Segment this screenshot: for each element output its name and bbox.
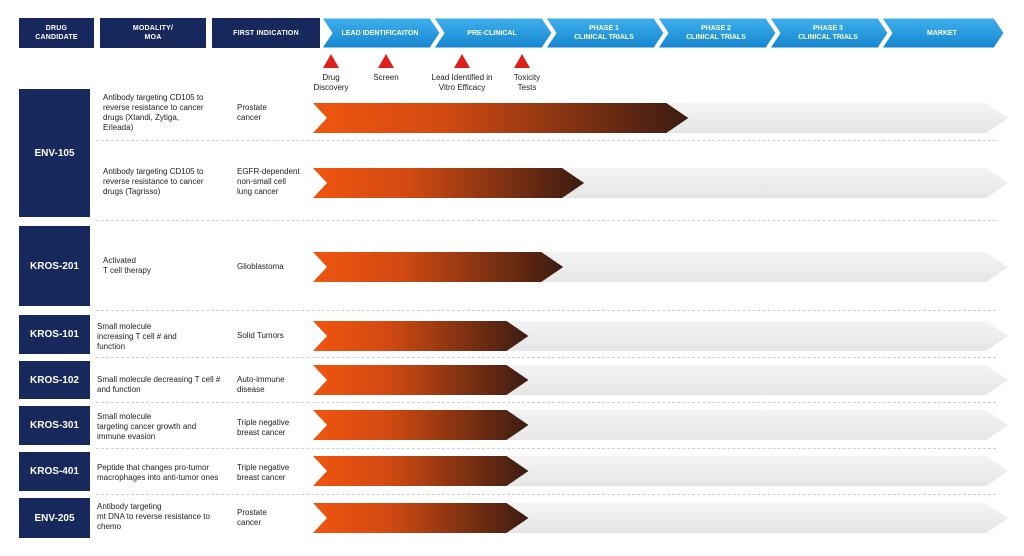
drug-box-kros-401: KROS-401 bbox=[19, 452, 90, 491]
row-separator bbox=[96, 140, 996, 141]
phase-label-phase-1: PHASE 1 CLINICAL TRIALS bbox=[574, 25, 634, 41]
indication-cell: Triple negative breast cancer bbox=[237, 463, 290, 482]
drug-box-kros-102: KROS-102 bbox=[19, 361, 90, 399]
indication-cell: Prostate cancer bbox=[237, 103, 267, 122]
phase-label-pre-clinical: PRE-CLINICAL bbox=[467, 29, 517, 37]
phase-chevron-1 bbox=[433, 17, 553, 49]
phase-label-lead-identification: LEAD IDENTIFICAITON bbox=[341, 29, 419, 37]
row-separator bbox=[96, 402, 996, 403]
header-modality-text: MODALITY/ MOA bbox=[132, 25, 174, 41]
header-first-indication-text: FIRST INDICATION bbox=[233, 29, 299, 37]
phase-chevron-2 bbox=[545, 17, 665, 49]
milestone-label-drug-discovery: Drug Discovery bbox=[313, 73, 349, 92]
header-first-indication: FIRST INDICATION bbox=[212, 18, 320, 48]
progress-arrow bbox=[313, 365, 529, 395]
row-separator bbox=[96, 310, 996, 311]
indication-cell: Glioblastoma bbox=[237, 262, 284, 271]
progress-arrow bbox=[313, 252, 564, 282]
milestone-marker-icon bbox=[454, 54, 470, 68]
phase-chevron-5 bbox=[881, 17, 1005, 49]
modality-cell: Small molecule targeting cancer growth a… bbox=[97, 412, 197, 441]
milestone-marker-icon bbox=[323, 54, 339, 68]
row-separator bbox=[96, 448, 996, 449]
progress-arrow bbox=[313, 103, 689, 133]
modality-cell: Small molecule increasing T cell # and f… bbox=[97, 322, 177, 351]
drug-box-env-105: ENV-105 bbox=[19, 89, 90, 217]
phase-chevron-4 bbox=[769, 17, 889, 49]
indication-cell: EGFR-dependent non-small cell lung cance… bbox=[237, 167, 300, 196]
indication-cell: Solid Tumors bbox=[237, 331, 284, 340]
phase-label-phase-3: PHASE 3 CLINICAL TRIALS bbox=[798, 25, 858, 41]
milestone-marker-icon bbox=[514, 54, 530, 68]
milestone-marker-icon bbox=[378, 54, 394, 68]
progress-tracks bbox=[313, 103, 1008, 533]
milestone-label-lead-identified: Lead Identified in Vitro Efficacy bbox=[431, 73, 493, 92]
milestone-label-screen: Screen bbox=[373, 73, 399, 82]
phase-chevrons bbox=[321, 17, 1005, 49]
header-modality: MODALITY/ MOA bbox=[100, 18, 206, 48]
milestone-markers bbox=[323, 54, 530, 68]
modality-cell: Small molecule decreasing T cell # and f… bbox=[97, 375, 221, 394]
drug-box-kros-301: KROS-301 bbox=[19, 406, 90, 445]
indication-cell: Auto-immune disease bbox=[237, 375, 285, 394]
header-drug-candidate: DRUG CANDIDATE bbox=[19, 18, 94, 48]
phase-label-market: MARKET bbox=[927, 29, 957, 37]
modality-cell: Activated T cell therapy bbox=[103, 256, 151, 275]
modality-cell: Peptide that changes pro-tumor macrophag… bbox=[97, 463, 219, 482]
progress-arrow bbox=[313, 410, 529, 440]
row-separator bbox=[96, 220, 996, 221]
header-drug-candidate-text: DRUG CANDIDATE bbox=[35, 25, 78, 41]
phase-chevron-3 bbox=[657, 17, 777, 49]
indication-cell: Triple negative breast cancer bbox=[237, 418, 290, 437]
progress-arrow bbox=[313, 168, 585, 198]
drug-box-env-205: ENV-205 bbox=[19, 498, 90, 538]
drug-box-kros-101: KROS-101 bbox=[19, 315, 90, 354]
row-separator bbox=[96, 357, 996, 358]
modality-cell: Antibody targeting mt DNA to reverse res… bbox=[97, 502, 210, 531]
phase-label-phase-2: PHASE 2 CLINICAL TRIALS bbox=[686, 25, 746, 41]
progress-arrow bbox=[313, 321, 529, 351]
row-separator bbox=[96, 494, 996, 495]
indication-cell: Prostate cancer bbox=[237, 508, 267, 527]
phase-chevron-0 bbox=[321, 17, 441, 49]
modality-cell: Antibody targeting CD105 to reverse resi… bbox=[103, 93, 204, 132]
modality-cell: Antibody targeting CD105 to reverse resi… bbox=[103, 167, 204, 196]
progress-arrow bbox=[313, 456, 529, 486]
drug-box-kros-201: KROS-201 bbox=[19, 226, 90, 306]
progress-arrow bbox=[313, 503, 529, 533]
milestone-label-toxicity-tests: Toxicity Tests bbox=[513, 73, 541, 92]
